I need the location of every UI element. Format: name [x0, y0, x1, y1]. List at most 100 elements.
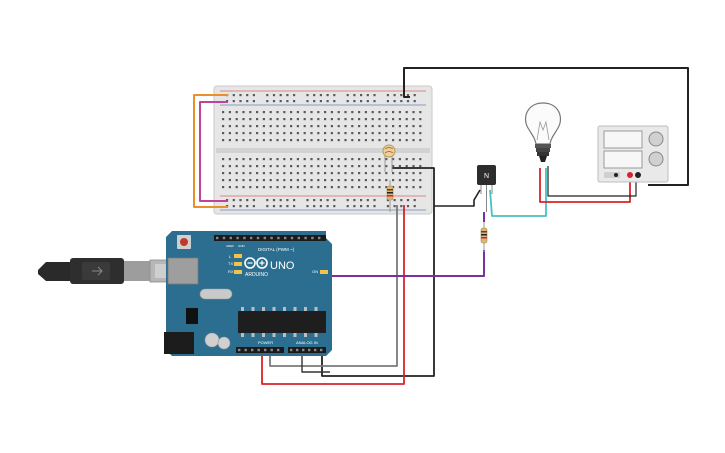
- breadboard-hole[interactable]: [351, 125, 354, 128]
- breadboard-hole[interactable]: [358, 111, 361, 114]
- breadboard-hole[interactable]: [310, 165, 313, 168]
- breadboard-hole[interactable]: [256, 172, 259, 175]
- breadboard-hole[interactable]: [317, 132, 320, 135]
- header-pin[interactable]: [297, 236, 300, 240]
- breadboard-hole[interactable]: [364, 111, 367, 114]
- breadboard-hole[interactable]: [337, 186, 340, 189]
- breadboard-hole[interactable]: [317, 186, 320, 189]
- breadboard-hole[interactable]: [317, 139, 320, 142]
- breadboard-hole[interactable]: [246, 100, 249, 103]
- breadboard-hole[interactable]: [385, 132, 388, 135]
- breadboard-hole[interactable]: [317, 118, 320, 121]
- breadboard-hole[interactable]: [276, 186, 279, 189]
- breadboard-hole[interactable]: [235, 132, 238, 135]
- breadboard-hole[interactable]: [364, 118, 367, 121]
- breadboard-hole[interactable]: [398, 118, 401, 121]
- breadboard-hole[interactable]: [296, 186, 299, 189]
- breadboard-hole[interactable]: [412, 165, 415, 168]
- breadboard-hole[interactable]: [296, 111, 299, 114]
- breadboard-hole[interactable]: [405, 111, 408, 114]
- header-pin[interactable]: [251, 348, 254, 352]
- breadboard-hole[interactable]: [262, 165, 265, 168]
- breadboard-hole[interactable]: [378, 186, 381, 189]
- breadboard-hole[interactable]: [319, 205, 322, 208]
- breadboard-hole[interactable]: [262, 172, 265, 175]
- header-pin[interactable]: [263, 236, 266, 240]
- breadboard-hole[interactable]: [319, 199, 322, 202]
- breadboard-hole[interactable]: [272, 205, 276, 208]
- breadboard-hole[interactable]: [371, 158, 374, 161]
- breadboard-hole[interactable]: [306, 100, 309, 103]
- breadboard-hole[interactable]: [262, 111, 265, 114]
- breadboard-hole[interactable]: [366, 205, 369, 208]
- breadboard-hole[interactable]: [242, 111, 245, 114]
- breadboard-hole[interactable]: [386, 205, 389, 208]
- breadboard-hole[interactable]: [371, 179, 374, 182]
- breadboard-hole[interactable]: [419, 179, 422, 182]
- breadboard-hole[interactable]: [242, 158, 245, 161]
- breadboard-hole[interactable]: [351, 132, 354, 135]
- breadboard-hole[interactable]: [330, 158, 333, 161]
- breadboard-hole[interactable]: [228, 111, 231, 114]
- breadboard-hole[interactable]: [272, 199, 276, 202]
- breadboard-hole[interactable]: [419, 158, 422, 161]
- breadboard-hole[interactable]: [283, 186, 286, 189]
- breadboard-hole[interactable]: [235, 165, 238, 168]
- breadboard-hole[interactable]: [310, 172, 313, 175]
- breadboard-hole[interactable]: [290, 179, 293, 182]
- breadboard-hole[interactable]: [400, 205, 403, 208]
- breadboard-hole[interactable]: [249, 111, 252, 114]
- breadboard-hole[interactable]: [317, 158, 320, 161]
- breadboard-hole[interactable]: [353, 100, 356, 103]
- breadboard-hole[interactable]: [413, 94, 416, 97]
- breadboard-hole[interactable]: [228, 186, 231, 189]
- breadboard-hole[interactable]: [405, 132, 408, 135]
- breadboard-hole[interactable]: [293, 100, 296, 103]
- breadboard-hole[interactable]: [286, 100, 289, 103]
- breadboard-hole[interactable]: [412, 111, 415, 114]
- header-pin[interactable]: [270, 236, 273, 240]
- breadboard-hole[interactable]: [228, 165, 231, 168]
- breadboard-hole[interactable]: [235, 179, 238, 182]
- breadboard-hole[interactable]: [337, 111, 340, 114]
- breadboard-hole[interactable]: [398, 186, 401, 189]
- breadboard-hole[interactable]: [392, 165, 395, 168]
- breadboard-hole[interactable]: [405, 186, 408, 189]
- breadboard-hole[interactable]: [303, 186, 306, 189]
- breadboard-hole[interactable]: [266, 94, 269, 97]
- power-supply-icon[interactable]: [597, 125, 669, 183]
- header-pin[interactable]: [304, 236, 307, 240]
- breadboard-hole[interactable]: [283, 179, 286, 182]
- breadboard-hole[interactable]: [310, 158, 313, 161]
- header-pin[interactable]: [238, 348, 241, 352]
- breadboard-hole[interactable]: [235, 118, 238, 121]
- breadboard-hole[interactable]: [360, 199, 363, 202]
- breadboard-hole[interactable]: [290, 186, 293, 189]
- header-pin[interactable]: [290, 236, 294, 240]
- breadboard-hole[interactable]: [317, 179, 320, 182]
- breadboard-hole[interactable]: [290, 118, 293, 121]
- breadboard-hole[interactable]: [413, 205, 416, 208]
- breadboard-hole[interactable]: [405, 139, 408, 142]
- breadboard-hole[interactable]: [398, 158, 401, 161]
- breadboard-hole[interactable]: [228, 172, 231, 175]
- breadboard-hole[interactable]: [324, 125, 327, 128]
- breadboard-hole[interactable]: [290, 132, 293, 135]
- breadboard-hole[interactable]: [296, 139, 299, 142]
- breadboard-hole[interactable]: [412, 139, 415, 142]
- breadboard-hole[interactable]: [269, 118, 272, 121]
- breadboard-hole[interactable]: [222, 172, 225, 175]
- breadboard-hole[interactable]: [333, 100, 336, 103]
- breadboard-hole[interactable]: [392, 111, 395, 114]
- breadboard-hole[interactable]: [371, 111, 374, 114]
- breadboard-hole[interactable]: [419, 132, 422, 135]
- breadboard-hole[interactable]: [324, 139, 327, 142]
- breadboard-hole[interactable]: [413, 199, 416, 202]
- breadboard-hole[interactable]: [249, 118, 252, 121]
- breadboard-hole[interactable]: [276, 165, 279, 168]
- breadboard-hole[interactable]: [290, 139, 293, 142]
- breadboard-hole[interactable]: [346, 199, 349, 202]
- breadboard-hole[interactable]: [364, 165, 367, 168]
- breadboard-hole[interactable]: [242, 165, 245, 168]
- breadboard-hole[interactable]: [366, 94, 369, 97]
